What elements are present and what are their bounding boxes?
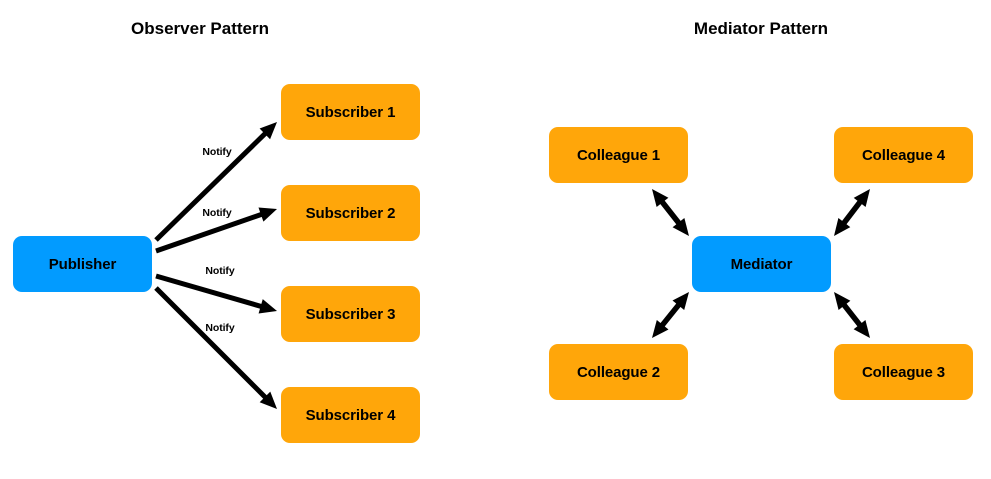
- arrow-shaft: [657, 196, 684, 229]
- arrow-mediator-link-1: [652, 189, 689, 236]
- arrow-mediator-link-2: [834, 189, 870, 236]
- arrow-head: [259, 122, 277, 140]
- edge-label-notify-1: Notify: [202, 146, 232, 158]
- edge-label-notify-3: Notify: [205, 265, 235, 277]
- arrow-shaft: [839, 197, 865, 228]
- node-colleague-2[interactable]: Colleague 2: [549, 344, 688, 400]
- arrow-shaft: [155, 273, 266, 311]
- arrow-shaft: [839, 299, 865, 331]
- node-colleague-1[interactable]: Colleague 1: [549, 127, 688, 183]
- node-mediator[interactable]: Mediator: [692, 236, 831, 292]
- node-colleague-4[interactable]: Colleague 4: [834, 127, 973, 183]
- node-publisher[interactable]: Publisher: [13, 236, 152, 292]
- arrow-head: [834, 217, 851, 236]
- node-subscriber-2[interactable]: Subscriber 2: [281, 185, 420, 241]
- arrow-head: [652, 189, 669, 207]
- arrow-head: [258, 299, 277, 314]
- arrow-head: [652, 320, 669, 338]
- node-subscriber-1[interactable]: Subscriber 1: [281, 84, 420, 140]
- node-colleague-3[interactable]: Colleague 3: [834, 344, 973, 400]
- arrow-head: [672, 292, 689, 310]
- arrow-mediator-link-3: [652, 292, 689, 338]
- node-subscriber-3[interactable]: Subscriber 3: [281, 286, 420, 342]
- arrow-notify-3: [155, 273, 277, 314]
- edge-label-notify-4: Notify: [205, 322, 235, 334]
- arrow-head: [259, 391, 277, 409]
- arrow-head: [853, 319, 870, 338]
- arrow-head: [834, 292, 851, 311]
- arrow-notify-1: [154, 122, 277, 242]
- arrow-notify-4: [154, 286, 277, 409]
- panel-title-observer: Observer Pattern: [131, 19, 269, 38]
- edge-label-notify-2: Notify: [202, 207, 232, 219]
- arrow-shaft: [154, 286, 271, 403]
- arrow-mediator-link-4: [834, 292, 870, 338]
- arrow-shaft: [657, 299, 684, 331]
- arrow-head: [853, 189, 870, 208]
- arrow-head: [672, 218, 689, 236]
- node-subscriber-4[interactable]: Subscriber 4: [281, 387, 420, 443]
- arrow-head: [258, 207, 277, 222]
- panel-title-mediator: Mediator Pattern: [693, 19, 829, 38]
